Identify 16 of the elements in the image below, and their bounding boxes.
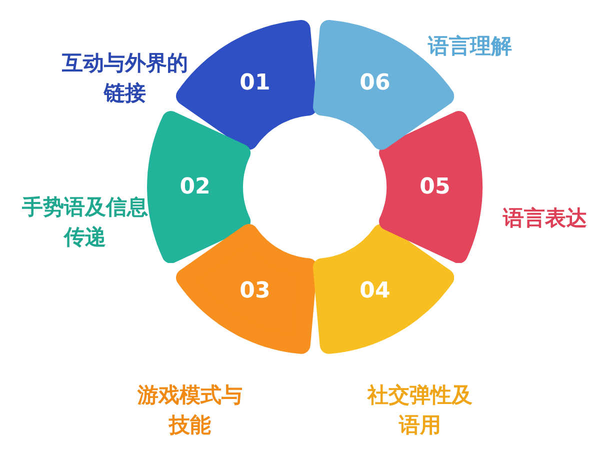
segment-number: 03 [240, 278, 270, 304]
segment-caption: 互动与外界的链接 [61, 50, 189, 107]
segment-caption: 游戏模式与技能 [136, 382, 244, 439]
ring-segment [176, 224, 317, 354]
segment-number: 05 [420, 174, 450, 200]
segment-caption: 语言表达 [502, 205, 588, 232]
ring-segment [147, 110, 251, 264]
segment-number: 06 [360, 70, 390, 96]
segment-number: 01 [240, 70, 270, 96]
segment-caption: 社交弹性及语用 [366, 382, 474, 439]
segment-number: 02 [180, 174, 210, 200]
segment-number: 04 [360, 278, 390, 304]
ring-segment [379, 110, 483, 264]
segment-caption: 手势语及信息传递 [21, 194, 149, 251]
segment-caption: 语言理解 [426, 33, 513, 60]
ring-segment [313, 224, 454, 354]
